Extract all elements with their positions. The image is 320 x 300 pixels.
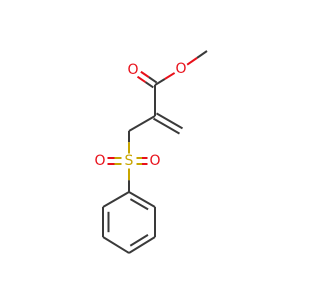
bond-ph1-ph2-inner <box>129 198 149 211</box>
bond-c_alpha-c_methylene-line-2 <box>156 112 183 130</box>
bonds-layer <box>102 50 208 254</box>
atom-label-s: S <box>125 153 134 169</box>
background <box>0 0 300 300</box>
bond-c_methyl-o_ester-half-b <box>186 57 198 66</box>
atom-label-o-ester: O <box>175 61 186 77</box>
bond-ph3-ph4 <box>128 236 156 254</box>
bond-o_ester-c_carbonyl-half-a <box>164 72 176 80</box>
bond-c_carbonyl-o_carbonyl-line-2-half-b <box>136 75 146 83</box>
atom-label-o-carbonyl: O <box>127 62 138 78</box>
bond-c_carbonyl-o_carbonyl-line-1-half-a <box>148 76 158 84</box>
bond-ph4-ph5 <box>102 236 130 254</box>
atom-label-o-s-left: O <box>94 153 105 169</box>
bond-o_ester-c_carbonyl-half-b <box>154 78 166 86</box>
bond-c_alpha-c_methylene-line-1 <box>153 117 180 135</box>
bond-ph6-ph1 <box>102 191 130 208</box>
atom-label-o-s-right: O <box>149 153 160 169</box>
bond-c_alpha-c_ch2 <box>128 115 156 132</box>
bond-ph1-ph2 <box>128 191 156 208</box>
bond-c_carbonyl-o_carbonyl-line-2-half-a <box>144 81 154 89</box>
bond-c_methyl-o_ester-half-a <box>196 50 208 59</box>
bond-c_carbonyl-o_carbonyl-line-1-half-b <box>140 70 150 78</box>
bond-ph3-ph4-inner <box>129 234 149 247</box>
